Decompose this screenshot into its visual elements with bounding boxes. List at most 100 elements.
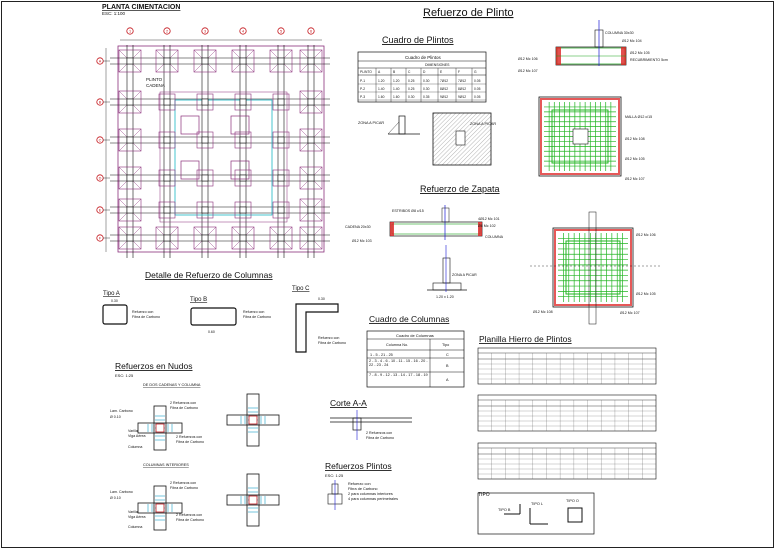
tipo-box-item-1: TIPO L [531, 502, 543, 506]
plintos-cell: 0.05 [474, 95, 481, 99]
column [307, 174, 315, 182]
zap-label-3: Ø8 Mc 102 [478, 224, 496, 228]
interior-footing [180, 160, 200, 180]
interior-footing [230, 115, 250, 135]
col-bubble [126, 27, 134, 35]
plintos-cell: 0.30 [423, 87, 430, 91]
footing [299, 49, 323, 73]
cc-header-1: Tipo [442, 343, 449, 347]
column [239, 98, 247, 106]
sheet-title-scale: ESC: 1:100 [102, 11, 126, 16]
nudo-label-1: Ø 0.10 [110, 415, 121, 419]
cuadro-columnas-table-title: Cuadro de Columnas [396, 333, 434, 338]
corte-label-0: 2 Refuerzos con [366, 431, 392, 435]
column [239, 206, 247, 214]
interior-footing [230, 160, 250, 180]
zap-label-0: ESTRIBOS Ø8 c/15 [392, 209, 424, 213]
tipo-b-note-1: Fibra de Carbono [243, 315, 271, 319]
footing [155, 49, 179, 73]
nudo-label-4: Columna [128, 445, 142, 449]
row-bubble-label: B [99, 101, 102, 105]
column [163, 206, 171, 214]
column [126, 234, 134, 242]
col-bubble [201, 27, 209, 35]
nudos-sub2: COLUMNAS INTERIORES [143, 463, 189, 467]
plintos-col-header: D [423, 70, 426, 74]
joint-column [153, 405, 167, 451]
footing [299, 166, 323, 190]
pd-label-5: Ø12 Mc 106 [518, 57, 538, 61]
nudo-label-0b: Lam. Carbono [110, 490, 133, 494]
column [239, 234, 247, 242]
plinto-section-small: ZONA A PICAR [358, 115, 420, 135]
nudo-label-4b: Columna [128, 525, 142, 529]
cuadro-plintos-table-title: Cuadro de Plintos [405, 55, 442, 60]
corte-label-1: Fibra de Carbono [366, 436, 394, 440]
footing [234, 201, 252, 219]
column [163, 57, 171, 65]
footing [118, 198, 142, 222]
rp-label-1: Fibra de Carbono [348, 487, 378, 491]
col-bubble [307, 27, 315, 35]
footing [196, 93, 214, 111]
row-bubble-label: A [99, 60, 102, 64]
col-bubble-label: 1 [129, 30, 131, 34]
plinto-reinforcement-top: COLUMNA 30x30 Ø12 Mc 104 Ø12 Mc 105 RECU… [518, 20, 668, 181]
columnas-title: Detalle de Refuerzo de Columnas [145, 270, 273, 280]
zap-label-7: 1.20 x 1.20 [436, 295, 454, 299]
interior-footing [180, 115, 200, 135]
cadena-label: CADENA [146, 83, 165, 88]
plintos-cell: 1.20 [393, 79, 400, 83]
plintos-cell: 0.05 [474, 87, 481, 91]
corte-aa: Corte A-A 2 Refuerzos con Fibra de Carbo… [330, 398, 412, 440]
plintos-col-header: F [458, 70, 460, 74]
plinto-label: PLINTO [146, 77, 163, 82]
joint-core [248, 415, 258, 425]
column [307, 234, 315, 242]
footing [234, 131, 252, 149]
zp-label-3: Ø12 Mc 108 [533, 310, 553, 314]
column [277, 57, 285, 65]
plintos-cell: 1.40 [378, 87, 385, 91]
footing [231, 49, 255, 73]
footing [234, 93, 252, 111]
tipos-box: TIPO TIPO B TIPO L TIPO O [477, 492, 595, 535]
column [277, 174, 285, 182]
footing [269, 226, 293, 250]
column [201, 234, 209, 242]
plintos-cell: 1.20 [378, 79, 385, 83]
sheet-title: PLANTA CIMENTACION [102, 4, 180, 11]
column [307, 136, 315, 144]
tipo-c-note-1: Fibra de Carbono [318, 341, 346, 345]
column [126, 136, 134, 144]
footing [196, 169, 214, 187]
nudo-label-6: Fibra de Carbono [170, 406, 198, 410]
column [239, 57, 247, 65]
nudo-label-5c: 2 Refuerzos con [170, 481, 196, 485]
plintos-cell: P-1 [360, 79, 365, 83]
row-bubble-label: E [99, 209, 102, 213]
col-bubble-label: 6 [310, 30, 312, 34]
footing [118, 49, 142, 73]
plintos-col-header: B [393, 70, 396, 74]
cc-row-1-tipo: B [446, 364, 449, 368]
plintos-cell: P-2 [360, 87, 365, 91]
column [163, 98, 171, 106]
col-bubble-label: 3 [204, 30, 206, 34]
planilla-table [477, 394, 657, 432]
joint-column [246, 393, 260, 447]
refuerzos-plintos: Refuerzos Plintos ESC: 1:25 Refuerzo con… [325, 461, 398, 510]
footing [299, 226, 323, 250]
footing [196, 131, 214, 149]
zp-label-0: Ø12 Mc 106 [636, 233, 656, 237]
cuadro-plintos-header-group: DIMENSIONES [425, 63, 450, 67]
column [126, 57, 134, 65]
footing [118, 166, 142, 190]
cc-row-2-col: 7 - 8 - 9 - 12 - 13 - 14 - 17 - 18 - 19 [369, 373, 428, 377]
plintos-cell: 7Ø12 [440, 79, 448, 83]
joint-core [155, 503, 165, 513]
column [277, 136, 285, 144]
